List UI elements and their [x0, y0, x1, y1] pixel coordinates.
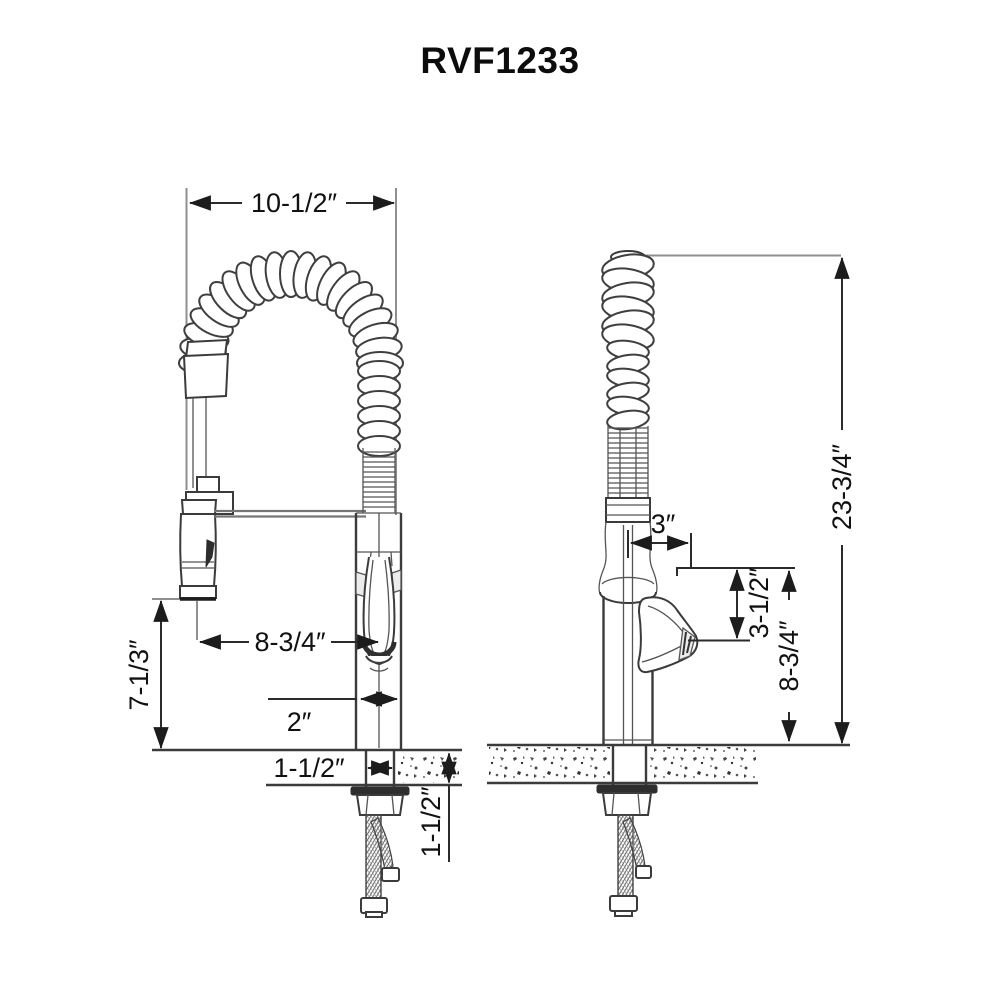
dim-label-front-sprayer-reach: 8-3/4″: [254, 627, 326, 657]
page-title: RVF1233: [420, 40, 580, 81]
side-faucet-body: [602, 596, 699, 745]
dim-front-deck-thickness: 1-1/2″: [416, 752, 457, 862]
dim-side-handle-offset: 3″: [627, 509, 692, 568]
dim-label-side-overall-height: 23-3/4″: [827, 444, 857, 531]
dim-label-front-deck-thickness: 1-1/2″: [416, 786, 446, 858]
dim-front-sprayer-height: 7-1/3″: [124, 599, 169, 750]
side-spout-neck: [598, 497, 658, 744]
front-supply-lines: [350, 786, 410, 918]
side-spring-coil: [601, 250, 655, 522]
dim-label-front-sprayer-height: 7-1/3″: [124, 639, 154, 711]
side-view: 3″ 3-1/2″ 8-3/4″ 23-3/4″: [487, 250, 857, 917]
dim-label-front-width: 10-1/2″: [251, 188, 338, 218]
dim-label-side-handle-offset: 3″: [651, 509, 676, 539]
dim-label-side-handle-height: 3-1/2″: [744, 567, 774, 639]
side-countertop: [487, 743, 850, 785]
front-view: 10-1/2″ 7-1/3″ 8-3/4″ 2″ 1-1/2″: [124, 188, 462, 918]
dim-label-front-body-width: 2″: [287, 707, 312, 737]
dim-front-shank-width: 1-1/2″: [273, 753, 394, 783]
dim-label-side-spout-height: 8-3/4″: [774, 620, 804, 692]
front-faucet-body: [354, 448, 403, 750]
dim-side-overall-height: 23-3/4″: [827, 256, 857, 745]
dim-front-overall-width: 10-1/2″: [188, 188, 396, 218]
dim-side-spout-height: 8-3/4″: [774, 569, 804, 743]
dim-side-handle-height: 3-1/2″: [676, 567, 795, 642]
front-hose-arm: [214, 509, 366, 518]
dim-front-sprayer-reach: 8-3/4″: [198, 627, 380, 657]
front-sprayer: [179, 338, 234, 640]
dim-label-front-shank-width: 1-1/2″: [273, 753, 345, 783]
side-supply-lines: [596, 784, 658, 917]
dim-front-body-width: 2″: [268, 691, 399, 737]
